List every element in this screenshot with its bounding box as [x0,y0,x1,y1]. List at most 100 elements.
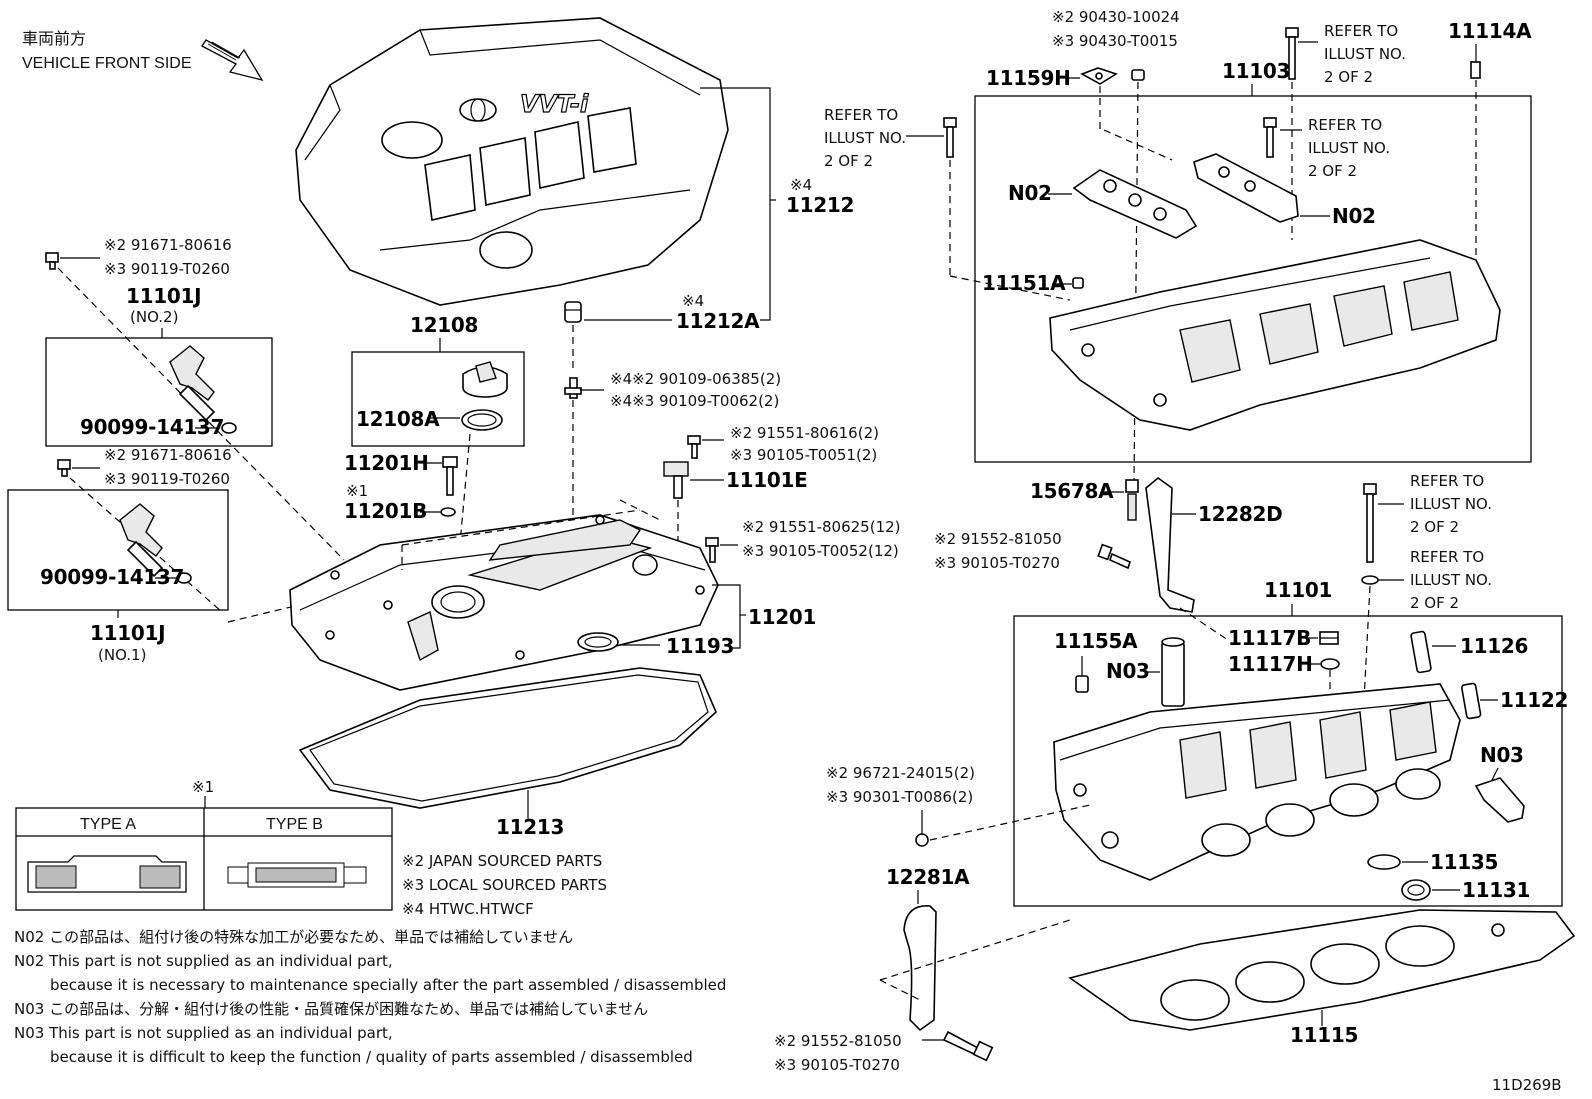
valve-guide-sleeve[interactable] [1161,637,1185,707]
sensor-bolt-ref-1: ※2 91551-80616(2) [730,424,879,442]
dowel-11155A[interactable] [1075,675,1089,693]
label-11126[interactable]: 11126 [1460,634,1528,658]
rocker-bracket-a[interactable] [1072,169,1198,239]
label-11201[interactable]: 11201 [748,605,816,629]
engine-hanger-12282D[interactable] [1145,476,1195,613]
refer-b-3: 2 OF 2 [824,152,873,170]
plug-tube-gasket[interactable] [577,632,619,652]
oil-cap-gasket[interactable] [461,409,503,431]
oil-control-valve-15678A[interactable] [1125,479,1139,521]
cylinder-head[interactable] [1053,683,1461,881]
housing-bolt-mid[interactable] [1263,117,1277,158]
cover-grommet[interactable] [564,301,582,323]
dowel-pin-11114A[interactable] [1470,61,1481,79]
hanger-bolt[interactable] [942,1030,994,1062]
note-n03-jp: N03 この部品は、分解・組付け後の性能・品質確保が困難なため、単品では補給して… [14,1000,648,1018]
label-11103[interactable]: 11103 [1222,59,1290,83]
pin-11151A[interactable] [1072,277,1084,289]
vvt-no2-oring-label[interactable]: 90099-14137 [80,415,224,439]
vvt-no1-oring-label[interactable]: 90099-14137 [40,565,184,589]
label-11201B[interactable]: 11201B [344,499,427,523]
plug-90430[interactable] [1131,69,1145,81]
bracket-bolt-ref-1: ※2 91552-81050 [934,530,1062,548]
label-N02-a[interactable]: N02 [1008,181,1052,205]
refer-a-3: 2 OF 2 [1324,68,1373,86]
bracket-bolt-ref-2: ※3 90105-T0270 [934,554,1060,572]
label-11135[interactable]: 11135 [1430,850,1498,874]
mark-11212: ※4 [790,176,812,194]
cover-seal-washer[interactable] [440,507,456,517]
housing-bolt-top[interactable] [1285,27,1299,80]
label-11101E[interactable]: 11101E [726,468,808,492]
label-15678A[interactable]: 15678A [1030,479,1114,503]
label-11193[interactable]: 11193 [666,634,734,658]
stud-bolt[interactable] [564,377,582,399]
head-bolt-long[interactable] [1363,483,1377,563]
oil-filler-cap[interactable] [462,361,508,398]
label-11151A[interactable]: 11151A [982,271,1066,295]
oil-control-plate[interactable] [1080,67,1118,85]
label-11114A[interactable]: 11114A [1448,19,1532,43]
label-N03-a[interactable]: N03 [1106,659,1150,683]
vvt-no2-solenoid[interactable] [169,345,216,422]
cover-bolt-11201H[interactable] [442,456,458,496]
stud-ref-1: ※4※2 90109-06385(2) [610,370,781,388]
label-12108[interactable]: 12108 [410,313,478,337]
label-11117B[interactable]: 11117B [1228,626,1311,650]
vvt-no1-bolt-ref-2: ※3 90119-T0260 [104,470,230,488]
head-bolt-washer[interactable] [1361,575,1379,585]
refer-e-3: 2 OF 2 [1410,594,1459,612]
refer-a-1: REFER TO [1324,22,1398,40]
sensor-bolt[interactable] [687,435,701,459]
water-bypass-pipe[interactable] [1474,777,1525,823]
gasket-11135[interactable] [1367,854,1401,870]
vvt-no2-label[interactable]: 11101J [126,284,202,308]
cylinder-head-gasket[interactable] [1068,909,1576,1031]
gasket-11117H[interactable] [1320,658,1340,670]
label-11115[interactable]: 11115 [1290,1023,1358,1047]
bottom-bolt-ref-1: ※2 91552-81050 [774,1032,902,1050]
head-cover-gasket[interactable] [298,667,717,809]
stud-ref-2: ※4※3 90109-T0062(2) [610,392,779,410]
vvt-no2-oring[interactable] [221,422,237,434]
label-11201H[interactable]: 11201H [344,451,429,475]
legend-3: ※3 LOCAL SOURCED PARTS [402,876,607,894]
stud-11126[interactable] [1410,630,1432,674]
label-11131[interactable]: 11131 [1462,878,1530,902]
label-11213[interactable]: 11213 [496,815,564,839]
label-12108A[interactable]: 12108A [356,407,440,431]
vvt-no1-solenoid[interactable] [119,503,164,578]
vvt-no2-sub: (NO.2) [130,308,178,326]
stud-11122[interactable] [1461,682,1482,720]
vvt-no1-bolt[interactable] [57,459,71,477]
label-N03-b[interactable]: N03 [1480,743,1524,767]
rocker-bracket-b[interactable] [1193,153,1299,223]
label-11101[interactable]: 11101 [1264,578,1332,602]
label-11212[interactable]: 11212 [786,193,854,217]
vvt-no1-oring[interactable] [176,572,192,584]
sensor-bolt-ref-2: ※3 90105-T0051(2) [730,446,877,464]
bracket-bolt[interactable] [1097,543,1131,570]
label-N02-b[interactable]: N02 [1332,204,1376,228]
vvt-no1-label[interactable]: 11101J [90,621,166,645]
label-12281A[interactable]: 12281A [886,865,970,889]
ring-pin[interactable] [915,833,929,847]
engine-cover[interactable]: VVT-i [295,17,729,306]
vehicle-front-arrow-icon [201,39,264,82]
head-cover-bolt[interactable] [705,537,719,563]
seal-11131[interactable] [1401,879,1431,901]
label-12282D[interactable]: 12282D [1198,502,1283,526]
cylinder-head-cover[interactable] [289,514,719,691]
label-11122[interactable]: 11122 [1500,688,1568,712]
vvt-no2-bolt[interactable] [45,252,59,270]
camshaft-housing[interactable] [1049,239,1501,431]
cam-position-sensor[interactable] [663,461,689,499]
label-11212A[interactable]: 11212A [676,309,760,333]
plug-11117B[interactable] [1319,631,1339,645]
label-11155A[interactable]: 11155A [1054,629,1138,653]
refer-a-2: ILLUST NO. [1324,45,1406,63]
housing-bolt-left[interactable] [943,117,957,158]
label-11117H[interactable]: 11117H [1228,652,1313,676]
cover-lower-opening [479,231,533,269]
